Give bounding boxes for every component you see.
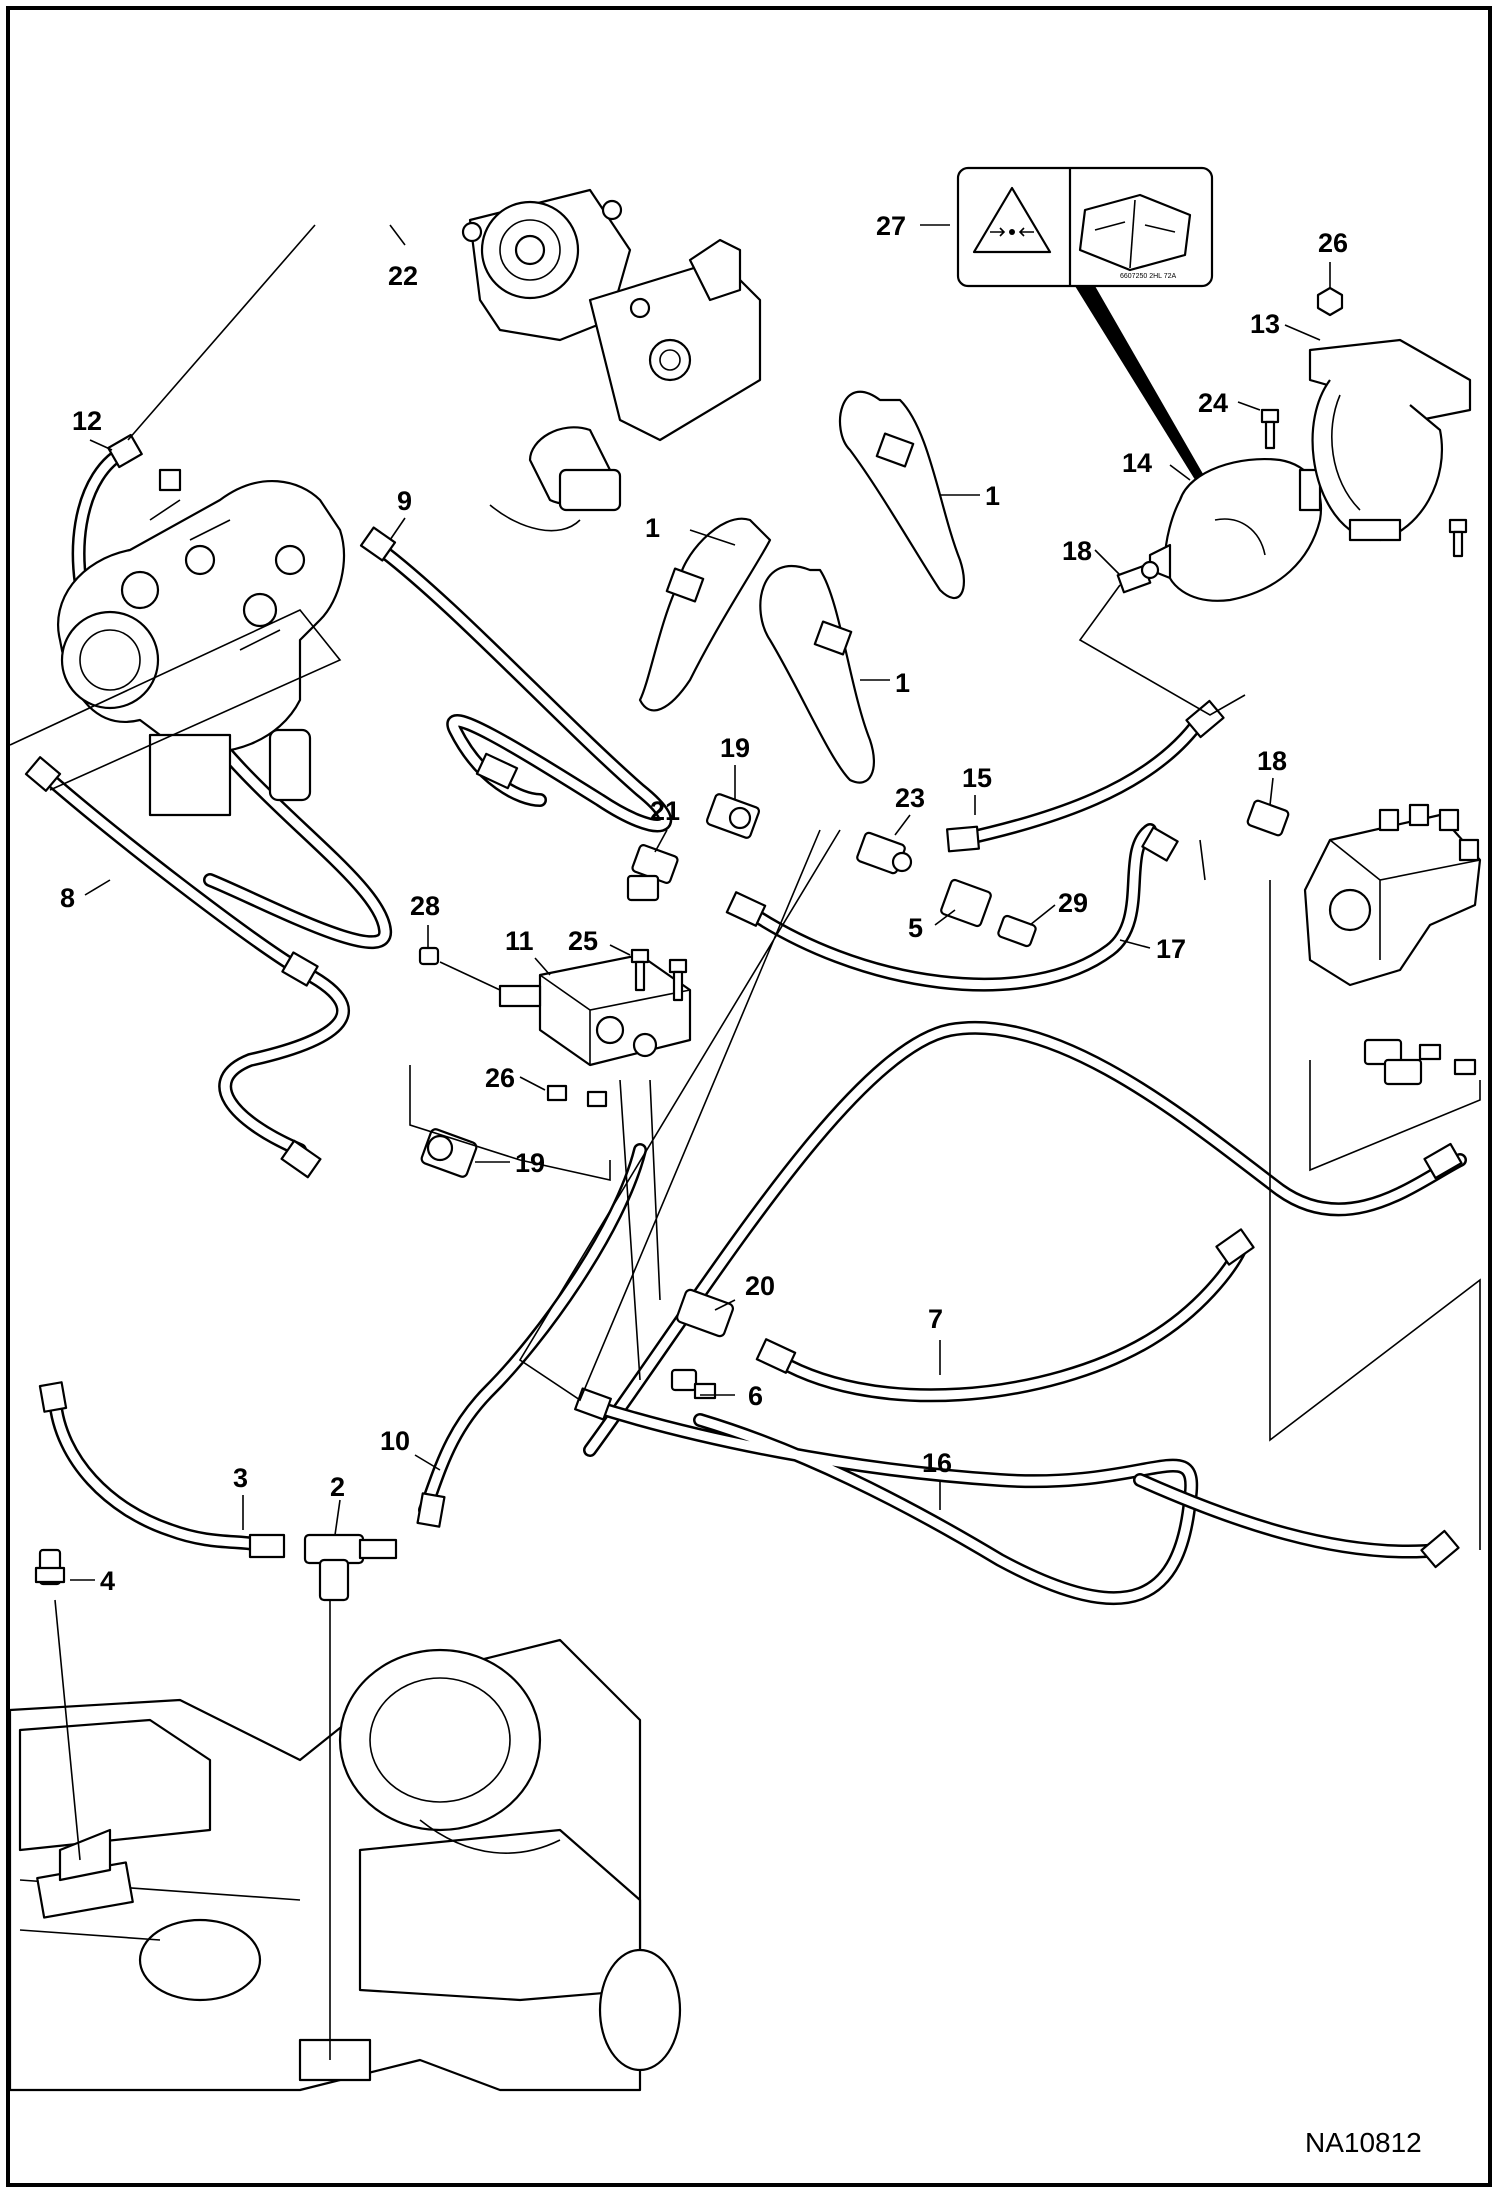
- axle-assembly: [8, 1638, 682, 2092]
- callout-27: 27: [876, 211, 906, 241]
- callout-4: 4: [100, 1566, 115, 1596]
- fitting-18-top: [1116, 560, 1160, 594]
- hose-10: [418, 1143, 647, 1517]
- callout-14: 14: [1122, 448, 1152, 478]
- callout-9: 9: [397, 486, 412, 516]
- warning-decal: 6607250 2HL 72A: [956, 166, 1214, 288]
- callout-26b: 26: [485, 1063, 515, 1093]
- accumulator-pressure-warning-icon: [972, 186, 1052, 254]
- steering-control-unit: [461, 188, 762, 532]
- cable-tie-1a: [838, 390, 965, 600]
- callout-24: 24: [1198, 388, 1228, 418]
- valve-block: [498, 953, 692, 1067]
- hose-17: [733, 823, 1157, 992]
- fitting-21: [626, 844, 679, 902]
- decal-pointer: [1075, 286, 1218, 504]
- callout-15: 15: [962, 763, 992, 793]
- hose-16: [583, 1398, 1199, 1606]
- bolts-25: [630, 948, 688, 1002]
- fitting-20: [676, 1288, 734, 1338]
- cable-tie-1c: [759, 564, 875, 784]
- callout-19a: 19: [720, 733, 750, 763]
- decal-code: 6607250 2HL 72A: [1120, 273, 1177, 280]
- fitting-6: [670, 1368, 717, 1400]
- callout-23: 23: [895, 783, 925, 813]
- coupling-5: [940, 878, 992, 928]
- plug-28: [418, 946, 440, 966]
- diagram-id: NA10812: [1305, 2127, 1422, 2158]
- fitting-18-right: [1246, 799, 1290, 837]
- hose-16-return: [1133, 1473, 1447, 1559]
- nuts-26-mid: [546, 1084, 608, 1108]
- callout-12: 12: [72, 406, 102, 436]
- callout-1b: 1: [645, 513, 660, 543]
- callout-7: 7: [928, 1304, 943, 1334]
- callout-18a: 18: [1062, 536, 1092, 566]
- hose-group: [38, 443, 1467, 1606]
- cable-tie-1b: [638, 517, 772, 712]
- callout-20: 20: [745, 1271, 775, 1301]
- hose-fittings: [24, 433, 1463, 1569]
- fitting-19-top: [705, 793, 761, 839]
- manual-wrench-icon: [1078, 193, 1192, 272]
- callout-8: 8: [60, 883, 75, 913]
- callout-1c: 1: [895, 668, 910, 698]
- diagram-frame: [6, 6, 1492, 2187]
- callout-10: 10: [380, 1426, 410, 1456]
- accumulator-bracket: [1308, 338, 1472, 542]
- callout-5: 5: [908, 913, 923, 943]
- callout-3: 3: [233, 1463, 248, 1493]
- callout-22: 22: [388, 261, 418, 291]
- callout-18b: 18: [1257, 746, 1287, 776]
- callout-25: 25: [568, 926, 598, 956]
- callout-labels: 1 1 1 2 3 4 5 6 7 8 9 10 11 12 13 14 15 …: [60, 211, 1348, 1596]
- callout-21: 21: [650, 796, 680, 826]
- callout-13: 13: [1250, 309, 1280, 339]
- tee-fittings-right: [1363, 1038, 1477, 1086]
- adapter-4: [34, 1548, 66, 1586]
- hose-pump-loop: [183, 698, 392, 949]
- bolt-right: [1448, 518, 1468, 558]
- callout-28: 28: [410, 891, 440, 921]
- leader-lines: [9, 224, 1481, 2060]
- accumulator: [1148, 458, 1323, 602]
- callout-17: 17: [1156, 934, 1186, 964]
- steering-motor: [1303, 803, 1482, 987]
- hose-7: [763, 1243, 1247, 1403]
- hose-right-loop: [583, 1021, 1467, 1457]
- fitting-29: [997, 914, 1037, 948]
- callout-29: 29: [1058, 888, 1088, 918]
- bolt-24: [1260, 408, 1280, 450]
- tee-fitting-2: [303, 1533, 398, 1602]
- callout-1a: 1: [985, 481, 1000, 511]
- callout-11: 11: [505, 926, 534, 956]
- callout-16: 16: [922, 1448, 952, 1478]
- hose-3: [48, 1393, 267, 1552]
- fitting-23: [856, 831, 913, 875]
- hose-8: [38, 768, 350, 1157]
- fitting-19-bottom: [420, 1128, 478, 1178]
- hydraulic-pump: [57, 468, 346, 817]
- hose-15: [953, 713, 1207, 847]
- hose-9: [368, 538, 673, 833]
- callout-19b: 19: [515, 1148, 545, 1178]
- callout-2: 2: [330, 1472, 345, 1502]
- callout-26a: 26: [1318, 228, 1348, 258]
- callout-6: 6: [748, 1381, 763, 1411]
- nut-26-top: [1316, 286, 1344, 317]
